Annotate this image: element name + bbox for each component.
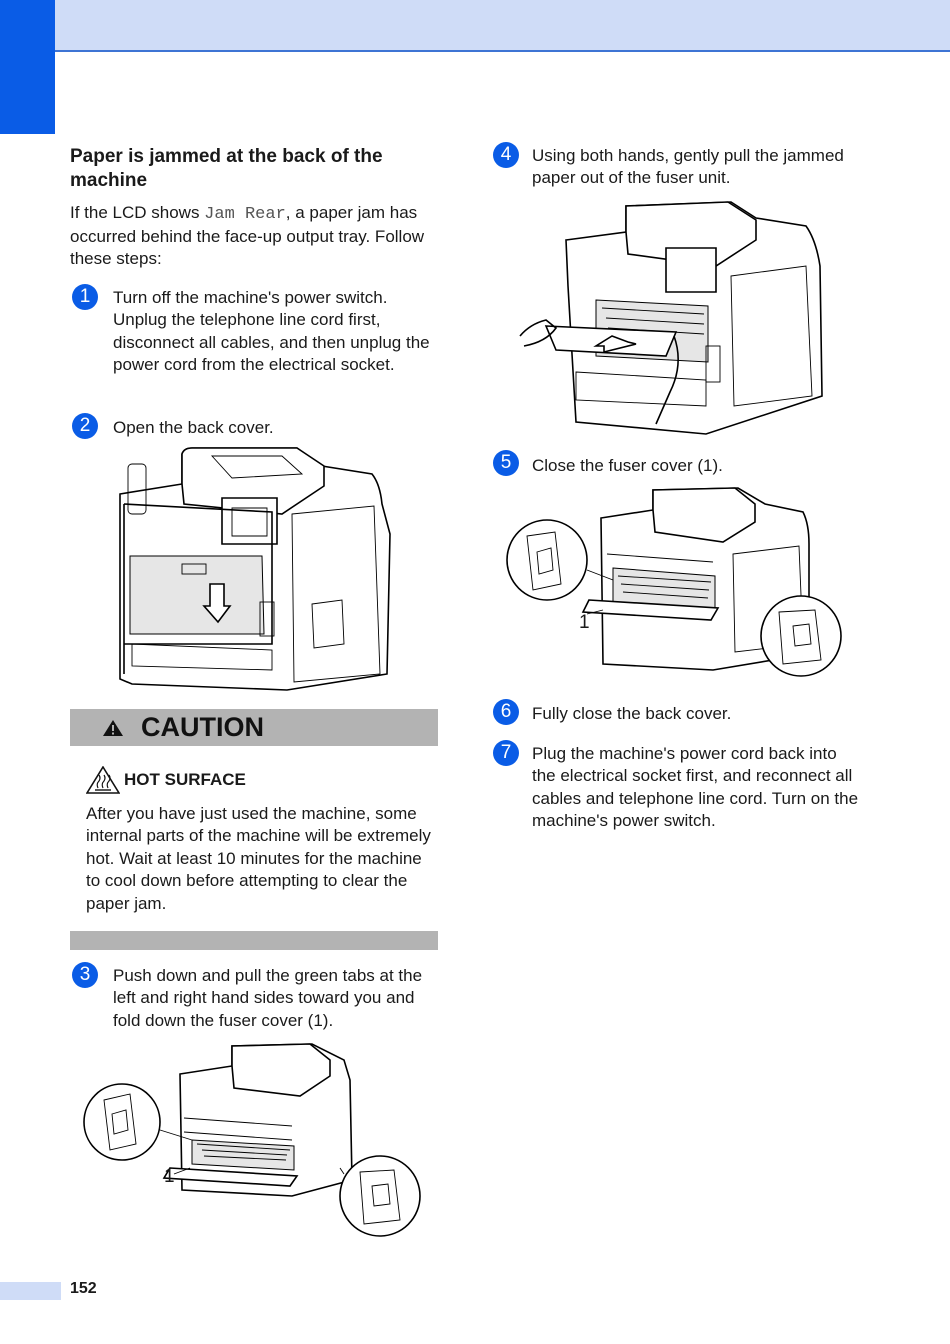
illustration-close-fuser-cover bbox=[506, 487, 842, 677]
callout-label-step5: 1 bbox=[579, 612, 590, 633]
step-number-2: 2 bbox=[72, 413, 98, 439]
header-band bbox=[0, 0, 950, 52]
step-text-1: Turn off the machine's power switch. Unp… bbox=[113, 288, 430, 375]
step-text-7: Plug the machine's power cord back into … bbox=[532, 744, 859, 831]
illustration-remove-jammed-paper bbox=[519, 201, 823, 435]
caution-banner: CAUTION bbox=[70, 709, 438, 746]
step-number-5: 5 bbox=[493, 450, 519, 476]
section-intro: If the LCD shows Jam Rear, a paper jam h… bbox=[70, 203, 425, 268]
hot-surface-heading: HOT SURFACE bbox=[85, 765, 246, 794]
warning-icon bbox=[103, 720, 123, 736]
step-text-5: Close the fuser cover (1). bbox=[532, 456, 723, 475]
lcd-message: Jam Rear bbox=[204, 205, 286, 224]
step-text-3: Push down and pull the green tabs at the… bbox=[113, 966, 423, 1030]
caution-text: After you have just used the machine, so… bbox=[86, 804, 431, 913]
step-number-6: 6 bbox=[493, 699, 519, 725]
section-title: Paper is jammed at the back of the machi… bbox=[70, 146, 383, 191]
callout-label-step3: 1 bbox=[164, 1166, 175, 1187]
step-text-2: Open the back cover. bbox=[113, 418, 274, 437]
step-number-4: 4 bbox=[493, 142, 519, 168]
step-number-3: 3 bbox=[72, 962, 98, 988]
hot-surface-icon bbox=[85, 765, 121, 794]
caution-end-bar bbox=[70, 931, 438, 950]
step-number-7: 7 bbox=[493, 740, 519, 766]
page-number: 152 bbox=[70, 1280, 97, 1297]
caution-heading: CAUTION bbox=[141, 712, 264, 742]
illustration-open-back-cover bbox=[119, 447, 391, 691]
step-number-1: 1 bbox=[72, 284, 98, 310]
footer-band bbox=[0, 1282, 61, 1300]
illustration-fold-fuser-cover bbox=[83, 1043, 421, 1237]
step-text-4: Using both hands, gently pull the jammed… bbox=[532, 146, 844, 188]
step-text-6: Fully close the back cover. bbox=[532, 704, 732, 723]
chapter-tab bbox=[0, 0, 55, 134]
